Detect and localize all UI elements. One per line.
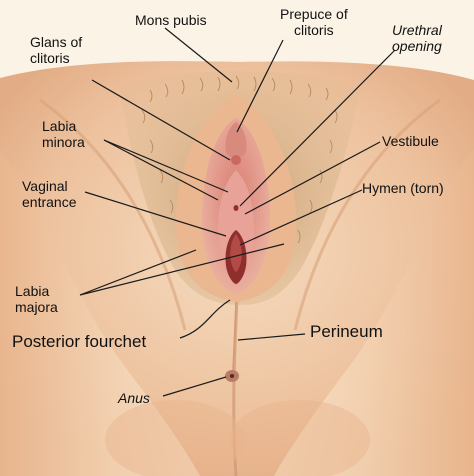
left-thigh — [0, 150, 200, 476]
right-thigh — [274, 150, 474, 476]
hymen-shape — [230, 234, 242, 272]
leader-glans — [91, 79, 231, 161]
label-vaginal-line2: entrance — [22, 194, 77, 210]
label-vaginal-line1: Vaginal — [22, 178, 68, 194]
leader-minora-1 — [103, 139, 219, 201]
leader-majora-2 — [79, 243, 285, 296]
label-mons-pubis: Mons pubis — [135, 12, 207, 28]
hair-strokes — [141, 75, 338, 244]
label-urethral-line1: Urethral — [392, 22, 442, 38]
leader-urethral — [239, 49, 396, 207]
anus-center — [229, 374, 235, 378]
label-labia-minora: Labia minora — [42, 118, 85, 150]
label-glans: Glans of clitoris — [30, 34, 82, 66]
leader-lines — [79, 27, 396, 397]
right-crease — [293, 98, 441, 331]
label-prepuce: Prepuce of clitoris — [280, 6, 348, 38]
leader-vaginal — [84, 191, 227, 237]
leader-hymen — [239, 189, 363, 246]
label-vaginal-entrance: Vaginal entrance — [22, 178, 76, 210]
label-posterior-fourchet: Posterior fourchet — [12, 332, 147, 351]
label-majora-line1: Labia — [15, 283, 50, 299]
leader-fourchet — [179, 299, 231, 339]
label-hymen: Hymen (torn) — [362, 180, 444, 196]
buttock-shadow-right — [230, 400, 370, 476]
leader-majora-1 — [79, 249, 197, 296]
label-glans-line2: clitoris — [30, 50, 70, 66]
glans-shape — [231, 155, 241, 165]
label-labia-majora: Labia majora — [15, 283, 58, 315]
leader-mons — [164, 27, 233, 83]
label-prepuce-line2: clitoris — [294, 22, 334, 38]
label-majora-line2: majora — [15, 299, 58, 315]
leader-anus — [162, 376, 227, 397]
label-anus: Anus — [118, 390, 150, 406]
label-prepuce-line1: Prepuce of — [280, 6, 348, 22]
prepuce-shape — [225, 122, 247, 158]
leader-minora-2 — [103, 139, 229, 193]
perineum-line — [232, 301, 237, 371]
leader-prepuce — [236, 39, 284, 133]
label-minora-line2: minora — [42, 134, 85, 150]
leader-perineum — [237, 333, 306, 341]
label-vestibule: Vestibule — [382, 133, 439, 149]
label-urethral-opening: Urethral opening — [392, 22, 442, 54]
leader-vestibule — [244, 141, 381, 215]
left-crease — [39, 98, 187, 331]
label-minora-line1: Labia — [42, 118, 77, 134]
urethral-shape — [233, 205, 239, 211]
label-urethral-line2: opening — [392, 38, 442, 54]
label-perineum: Perineum — [310, 322, 383, 341]
buttock-shadow-left — [105, 400, 245, 476]
label-glans-line1: Glans of — [30, 34, 83, 50]
